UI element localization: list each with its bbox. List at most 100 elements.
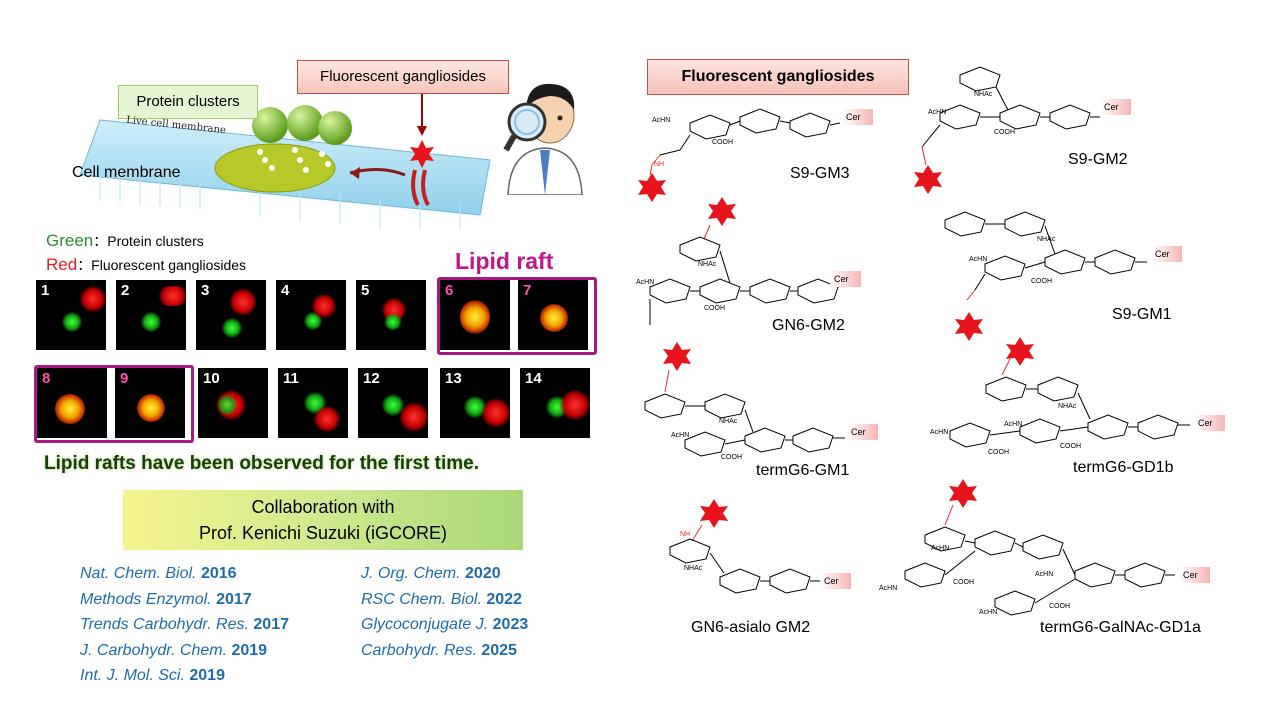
structure-name: GN6-GM2: [772, 317, 845, 334]
protein-clusters-label: Protein clusters: [118, 85, 258, 119]
tile-number: 3: [201, 282, 210, 299]
micrograph-tile-5: 5: [356, 280, 426, 350]
tile-number: 8: [42, 370, 51, 387]
structure-termg6-gd1b: NHAc AcHN AcHN COOH COOH Cer termG6-GD1b: [910, 335, 1230, 480]
nh-label: NH: [680, 531, 691, 538]
acnh-label: AcHN: [931, 545, 950, 552]
reference-item: J. Org. Chem. 2020: [361, 565, 501, 582]
observed-statement: Lipid rafts have been observed for the f…: [44, 453, 479, 474]
acnh-label: AcHN: [636, 279, 655, 286]
nhac-label: NHAc: [1058, 403, 1077, 410]
nhac-label: NHAc: [974, 91, 993, 98]
legend-red-desc: ：Fluorescent gangliosides: [77, 257, 247, 273]
membrane-illustration: [60, 80, 510, 230]
tile-number: 7: [523, 282, 532, 299]
micrograph-tile-4: 4: [276, 280, 346, 350]
structure-name: termG6-GalNAc-GD1a: [1040, 619, 1201, 636]
cer-tag: Cer: [1179, 567, 1210, 583]
cer-tag: Cer: [1194, 415, 1225, 431]
structure-gn6-gm2: NHAc AcHN COOH Cer GN6-GM2: [630, 195, 870, 340]
acnh-label: AcHN: [652, 117, 671, 124]
cer-tag: Cer: [820, 573, 851, 589]
tile-number: 14: [525, 370, 542, 387]
structure-name: S9-GM1: [1112, 306, 1172, 323]
reference-item: Trends Carbohydr. Res. 2017: [80, 616, 289, 633]
acnh-label: AcHN: [979, 609, 998, 616]
cooh-label: COOH: [988, 449, 1009, 456]
tile-number: 13: [445, 370, 462, 387]
tile-number: 6: [445, 282, 454, 299]
structure-name: GN6-asialo GM2: [691, 619, 811, 636]
structure-termg6-gm1: NHAc AcHN COOH Cer termG6-GM1: [625, 340, 878, 485]
cer-tag: Cer: [830, 271, 861, 287]
nhac-label: NHAc: [684, 565, 703, 572]
sugar-chain-diagram: [644, 342, 845, 457]
references-right: J. Org. Chem. 2020 RSC Chem. Biol. 2022 …: [361, 561, 528, 663]
micrograph-tile-10: 10: [198, 368, 268, 438]
legend-green-desc: ：Protein clusters: [93, 233, 204, 249]
collaboration-line2: Prof. Kenichi Suzuki (iGCORE): [198, 523, 448, 543]
lipid-raft-box-bottom: [34, 365, 194, 443]
tile-number: 4: [281, 282, 290, 299]
sugar-chain-diagram: [914, 66, 1100, 194]
sugar-chain-diagram: [949, 337, 1190, 448]
gangliosides-title: Fluorescent gangliosides: [647, 59, 909, 95]
structure-s9-gm1: NHAc AcHN COOH Cer S9-GM1: [925, 200, 1200, 345]
cooh-label: COOH: [1031, 278, 1052, 285]
micrograph-tile-2: 2: [116, 280, 186, 350]
structure-name: termG6-GD1b: [1073, 459, 1174, 476]
tile-number: 12: [363, 370, 380, 387]
reference-item: J. Carbohydr. Chem. 2019: [80, 641, 268, 659]
micrograph-tile-11: 11: [278, 368, 348, 438]
tile-number: 10: [203, 370, 220, 387]
structure-name: S9-GM2: [1068, 151, 1128, 168]
micrograph-tile-14: 14: [520, 368, 590, 438]
structure-name: S9-GM3: [790, 165, 850, 182]
nhac-label: NHAc: [698, 261, 717, 268]
reference-item: Nat. Chem. Biol. 2016: [80, 565, 237, 582]
sugar-chain-diagram: [638, 108, 841, 202]
cer-tag: Cer: [1151, 246, 1182, 262]
nhac-label: NHAc: [719, 418, 738, 425]
reference-item: Glycoconjugate J. 2023: [361, 616, 529, 633]
tile-number: 11: [283, 370, 299, 387]
legend-red-word: Red: [46, 255, 78, 274]
cooh-label: COOH: [712, 139, 733, 146]
micrograph-tile-7: 7: [518, 280, 588, 350]
cooh-label: COOH: [1049, 603, 1070, 610]
reference-item: RSC Chem. Biol. 2022: [361, 590, 522, 608]
sugar-chain-diagram: [669, 499, 820, 594]
references-left: Nat. Chem. Biol. 2016 Methods Enzymol. 2…: [80, 561, 289, 689]
acnh-label: AcHN: [1035, 571, 1054, 578]
tile-number: 9: [120, 370, 129, 387]
acnh-label: AcHN: [1004, 421, 1023, 428]
lipid-raft-title: Lipid raft: [455, 248, 554, 274]
cooh-label: COOH: [994, 129, 1015, 136]
tile-number: 5: [361, 282, 370, 299]
acnh-label: AcHN: [928, 109, 947, 116]
micrograph-tile-8: 8: [37, 368, 107, 438]
reference-item: Carbohydr. Res. 2025: [361, 641, 517, 659]
structure-termg6-galnac-gd1a: AcHN AcHN AcHN AcHN COOH COOH Cer termG6…: [875, 475, 1220, 645]
sugar-chain-diagram: [944, 211, 1147, 341]
scientist-icon: [500, 70, 590, 196]
fluorescent-gangliosides-label: Fluorescent gangliosides: [297, 60, 509, 94]
reference-item: Methods Enzymol. 2017: [80, 590, 252, 608]
collaboration-line1: Collaboration with: [251, 497, 395, 517]
legend-green-word: Green: [46, 231, 94, 250]
cer-tag: Cer: [1100, 99, 1131, 115]
structure-s9-gm3: AcHN COOH NH Cer S9-GM3: [630, 95, 873, 210]
micrograph-tile-1: 1: [36, 280, 106, 350]
micrograph-tile-6: 6: [440, 280, 510, 350]
acnh-label: AcHN: [671, 432, 690, 439]
tile-number: 2: [121, 282, 130, 299]
legend-green: Green：Protein clusters: [46, 231, 204, 251]
cell-membrane-label: Cell membrane: [72, 164, 181, 181]
nh-label: NH: [654, 161, 665, 168]
acnh-label: AcHN: [969, 256, 988, 263]
micrograph-tile-12: 12: [358, 368, 428, 438]
sugar-chain-diagram: [904, 479, 1175, 616]
micrograph-tile-13: 13: [440, 368, 510, 438]
micrograph-tile-3: 3: [196, 280, 266, 350]
collaboration-box: Collaboration with Prof. Kenichi Suzuki …: [123, 490, 523, 550]
